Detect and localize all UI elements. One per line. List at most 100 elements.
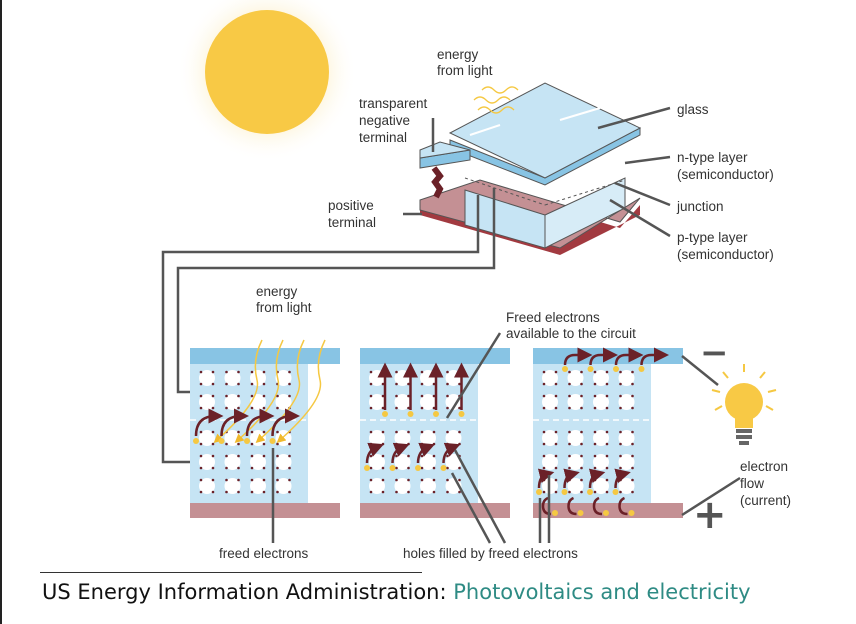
- bond-dot: [420, 406, 424, 410]
- atom: [199, 430, 215, 446]
- bond-dot: [420, 442, 424, 446]
- bond-dot: [568, 382, 571, 386]
- bond-dot: [369, 430, 373, 434]
- bond-dot: [211, 370, 215, 374]
- bond-dot: [458, 478, 461, 482]
- bond-dot: [631, 382, 634, 386]
- electron: [458, 411, 465, 417]
- bond-dot: [605, 394, 609, 398]
- atom: [275, 370, 292, 386]
- bond-dot: [395, 370, 398, 374]
- electron-arrow: [442, 442, 461, 464]
- bond-dot: [237, 394, 240, 398]
- bond-dot: [420, 370, 424, 374]
- bond-dot: [381, 394, 385, 398]
- electron: [638, 366, 645, 372]
- bond-dot: [554, 466, 558, 470]
- electron-arrow: [245, 408, 275, 437]
- bond-dot: [432, 490, 436, 494]
- atom: [420, 394, 436, 410]
- label-freed-electrons: freed electrons: [219, 546, 309, 561]
- electron: [433, 411, 439, 417]
- bond-dot: [420, 466, 424, 470]
- bond-dot: [542, 430, 546, 434]
- bond-dot: [568, 430, 571, 434]
- bond-dot: [568, 406, 571, 410]
- n-layer-bar: [190, 348, 340, 364]
- bond-dot: [554, 490, 558, 494]
- bond-dot: [446, 466, 449, 470]
- bond-dot: [407, 430, 410, 434]
- label-electron-flow-3: (current): [740, 493, 791, 508]
- bond-dot: [369, 406, 373, 410]
- bond-dot: [199, 394, 203, 398]
- label-energy-top-2: from light: [437, 63, 493, 78]
- bond-dot: [199, 382, 203, 386]
- bond-dot: [211, 430, 215, 434]
- bond-dot: [593, 454, 597, 458]
- bond-dot: [250, 430, 254, 434]
- atom: [199, 394, 215, 410]
- bond-dot: [619, 382, 622, 386]
- bond-dot: [568, 478, 571, 482]
- bond-dot: [420, 394, 424, 398]
- bond-dot: [432, 442, 436, 446]
- hole-arrow: [567, 496, 577, 516]
- electron: [603, 510, 609, 516]
- bond-dot: [395, 442, 398, 446]
- hole-arrow: [592, 496, 603, 516]
- bond-dot: [593, 490, 597, 494]
- bond-dot: [237, 382, 240, 386]
- electron-arrow: [194, 408, 224, 437]
- bond-dot: [593, 478, 597, 482]
- bond-dot: [262, 430, 266, 434]
- bond-dot: [199, 490, 203, 494]
- bond-dot: [446, 370, 449, 374]
- caption-source: US Energy Information Administration:: [42, 580, 447, 604]
- bond-dot: [250, 466, 254, 470]
- bond-dot: [395, 490, 398, 494]
- atom: [618, 454, 635, 470]
- bond-dot: [407, 490, 410, 494]
- atom: [542, 370, 558, 386]
- bond-dot: [276, 490, 279, 494]
- label-p-type: p-type layer: [677, 230, 748, 245]
- label-negative-terminal-2: negative: [359, 113, 410, 128]
- bond-dot: [237, 454, 240, 458]
- bond-dot: [211, 490, 215, 494]
- atom: [394, 478, 411, 494]
- bond-dot: [554, 406, 558, 410]
- p-layer-bar: [190, 503, 340, 518]
- bond-dot: [568, 454, 571, 458]
- bond-dot: [605, 382, 609, 386]
- bond-dot: [407, 466, 410, 470]
- bond-dot: [250, 454, 254, 458]
- electron-arrow: [537, 468, 555, 489]
- caption-link[interactable]: Photovoltaics and electricity: [453, 580, 751, 604]
- electron: [612, 489, 619, 495]
- slide-border: [0, 0, 2, 624]
- label-n-type-2: (semiconductor): [677, 167, 774, 182]
- atom: [445, 394, 462, 410]
- bond-dot: [225, 478, 228, 482]
- bond-dot: [619, 442, 622, 446]
- bond-dot: [395, 394, 398, 398]
- bond-dot: [542, 442, 546, 446]
- bond-dot: [288, 442, 291, 446]
- bond-dot: [250, 394, 254, 398]
- bond-dot: [446, 394, 449, 398]
- bond-dot: [446, 454, 449, 458]
- electron-arrow: [563, 468, 580, 489]
- label-energy-bottom-2: from light: [256, 300, 312, 315]
- bond-dot: [381, 382, 385, 386]
- label-positive-terminal: positive: [328, 198, 374, 213]
- bond-dot: [288, 454, 291, 458]
- label-junction: junction: [676, 199, 724, 214]
- bond-dot: [432, 430, 436, 434]
- bond-dot: [580, 442, 583, 446]
- bond-dot: [407, 454, 410, 458]
- bond-dot: [288, 382, 291, 386]
- bond-dot: [250, 370, 254, 374]
- bond-dot: [619, 406, 622, 410]
- bond-dot: [262, 478, 266, 482]
